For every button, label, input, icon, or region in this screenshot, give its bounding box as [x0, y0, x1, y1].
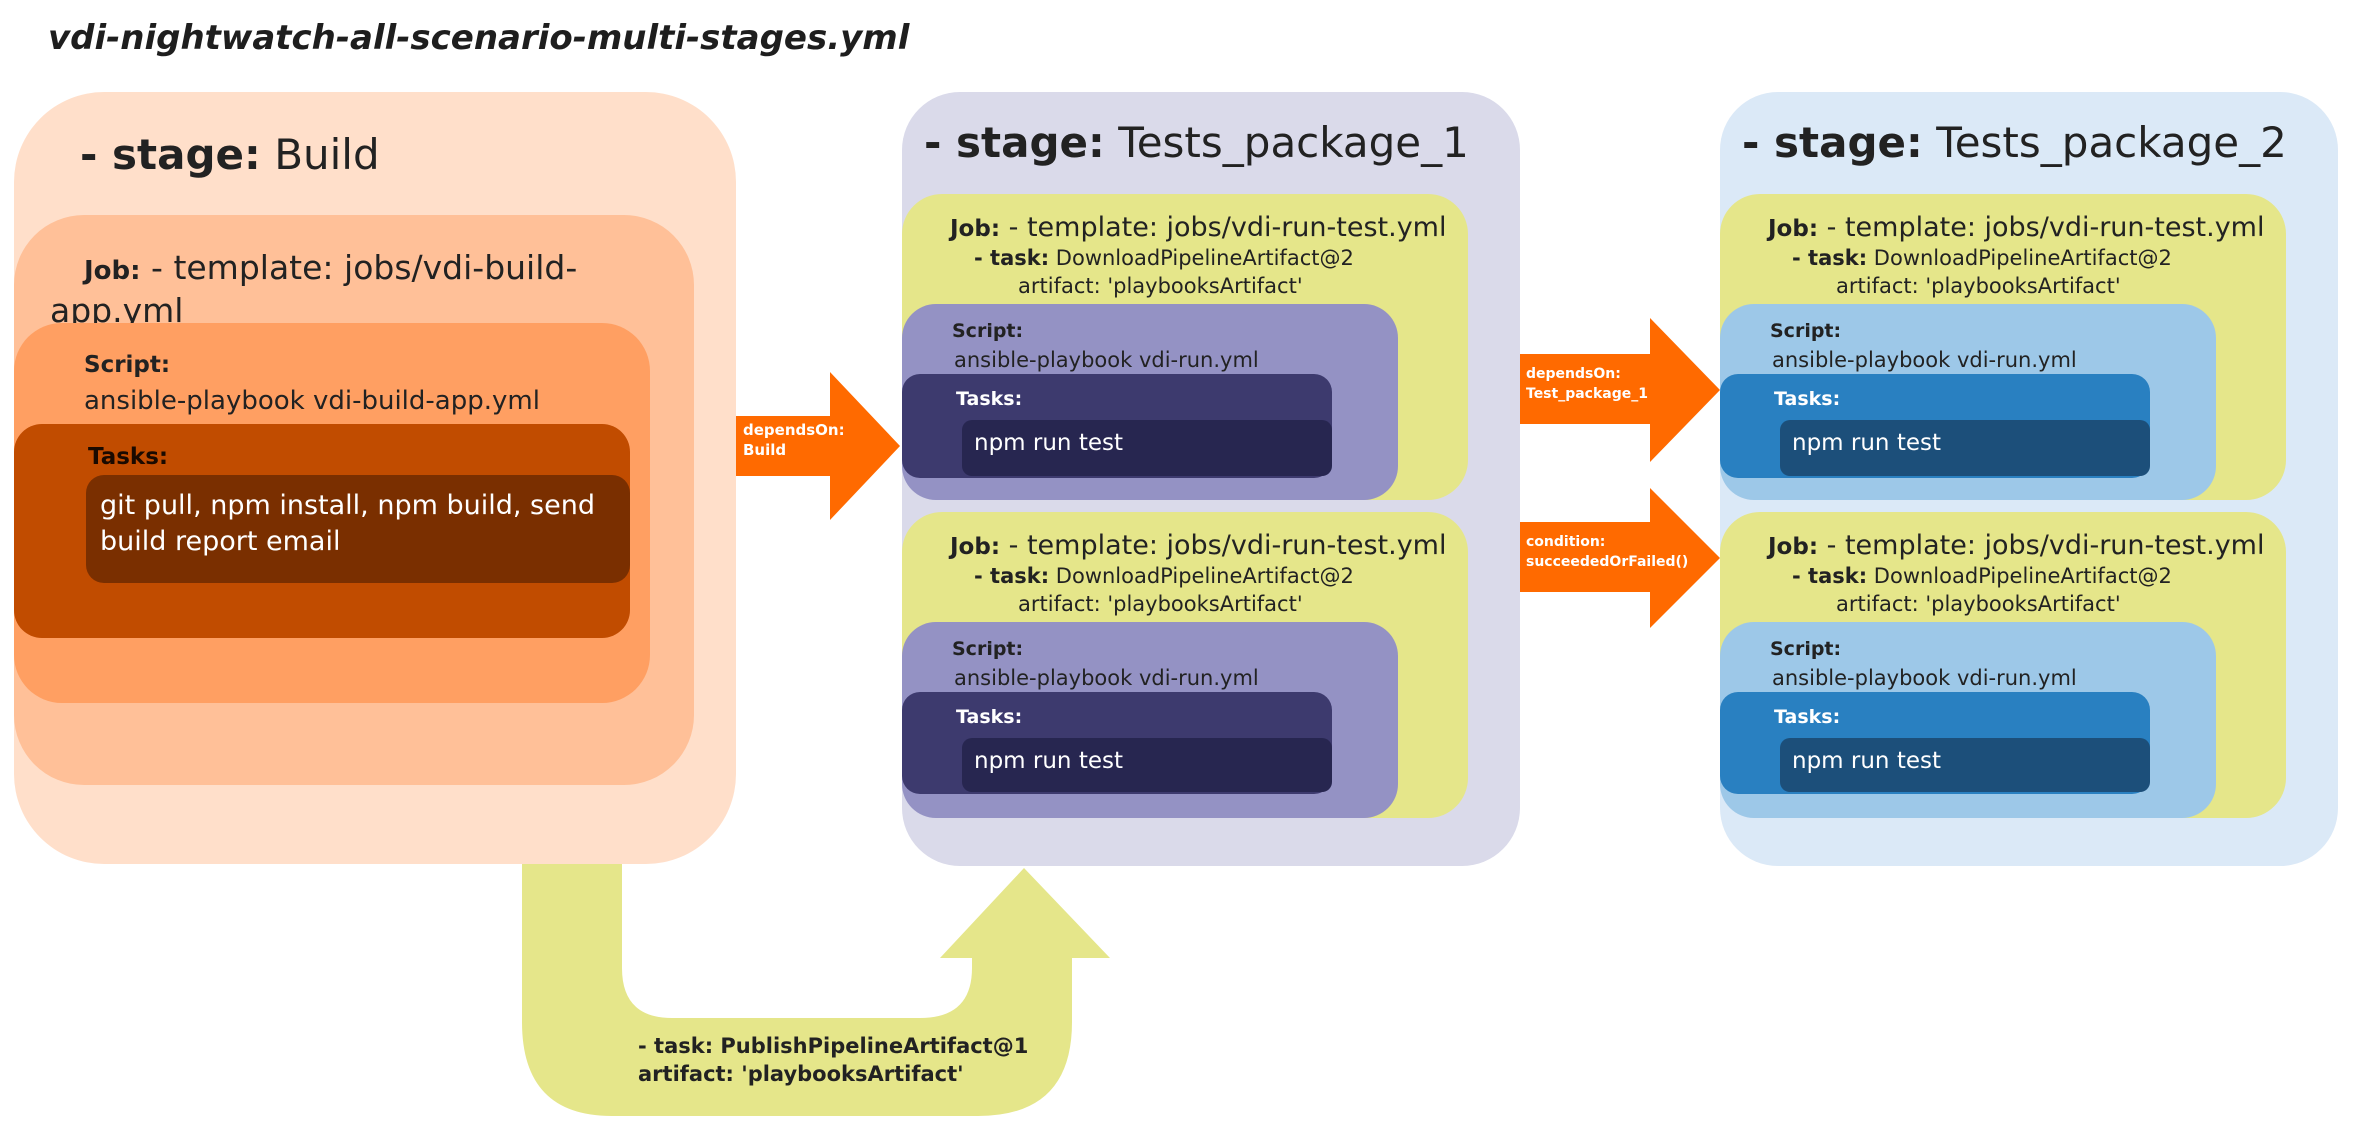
t1-job-2-script-label: Script: — [952, 638, 1024, 660]
task-value: DownloadPipelineArtifact@2 — [1055, 246, 1354, 270]
t1-condition-arrow-shape — [1520, 488, 1720, 628]
t1-job-1-tasks-cmd: npm run test — [974, 430, 1123, 456]
build-script-label: Script: — [84, 352, 171, 378]
t1-depends-key: dependsOn: — [1526, 366, 1621, 382]
t1-job-1-task: - task: DownloadPipelineArtifact@2 — [974, 246, 1354, 270]
task-value: DownloadPipelineArtifact@2 — [1055, 564, 1354, 588]
t2-job-2-script-cmd: ansible-playbook vdi-run.yml — [1772, 666, 2077, 690]
stage-name: Tests_package_1 — [1118, 118, 1469, 167]
publish-label: - task: PublishPipelineArtifact@1 artifa… — [638, 1032, 1028, 1088]
build-script-cmd: ansible-playbook vdi-build-app.yml — [84, 386, 540, 416]
job-label: Job: — [950, 216, 1001, 242]
t2-job-1-tasks-label: Tasks: — [1774, 388, 1841, 410]
t1-job-1-header: Job: - template: jobs/vdi-run-test.yml — [950, 212, 1446, 243]
t1-condition-key: condition: — [1526, 534, 1606, 550]
t1-job-1-script-label: Script: — [952, 320, 1024, 342]
task-keyword: - task: — [974, 246, 1050, 270]
stage-keyword: - stage: — [80, 130, 261, 179]
t2-job-1-tasks-cmd: npm run test — [1792, 430, 1941, 456]
t1-job-1-tasks-inner — [962, 420, 1332, 476]
t1-job-2-artifact: artifact: 'playbooksArtifact' — [1018, 592, 1303, 616]
t2-job-2-header: Job: - template: jobs/vdi-run-test.yml — [1768, 530, 2264, 561]
publish-arrow-shape — [522, 860, 1110, 1116]
job-label: Job: — [84, 256, 141, 286]
job-label: Job: — [1768, 216, 1819, 242]
build-tasks-text: git pull, npm install, npm build, send b… — [100, 490, 595, 557]
t2-job-1-task: - task: DownloadPipelineArtifact@2 — [1792, 246, 2172, 270]
task-keyword: - task: — [1792, 564, 1868, 588]
t2-job-1-artifact: artifact: 'playbooksArtifact' — [1836, 274, 2121, 298]
t2-job-2-script-label: Script: — [1770, 638, 1842, 660]
t1-job-2-tasks-label: Tasks: — [956, 706, 1023, 728]
job-template: - template: jobs/vdi-run-test.yml — [1008, 530, 1447, 561]
t2-job-1-script-cmd: ansible-playbook vdi-run.yml — [1772, 348, 2077, 372]
t1-job-1-tasks-label: Tasks: — [956, 388, 1023, 410]
task-keyword: - task: — [1792, 246, 1868, 270]
t2-job-1-tasks-inner — [1780, 420, 2150, 476]
t1-depends-value: Test_package_1 — [1526, 386, 1648, 402]
build-depends-key: dependsOn: — [743, 421, 845, 439]
build-depends-arrow-shape — [736, 372, 900, 520]
t1-condition-label: condition: succeededOrFailed() — [1526, 532, 1688, 572]
stage-keyword: - stage: — [1742, 118, 1923, 167]
t1-job-2-tasks-inner — [962, 738, 1332, 792]
t2-job-2-tasks-inner — [1780, 738, 2150, 792]
task-keyword: - task: — [974, 564, 1050, 588]
t1-job-2-script-cmd: ansible-playbook vdi-run.yml — [954, 666, 1259, 690]
t1-job-2-header: Job: - template: jobs/vdi-run-test.yml — [950, 530, 1446, 561]
build-job-header: Job: - template: jobs/vdi-build-app.yml — [50, 248, 610, 331]
publish-artifact: artifact: 'playbooksArtifact' — [638, 1062, 964, 1086]
build-tasks-inner-box — [86, 475, 630, 583]
task-value: DownloadPipelineArtifact@2 — [1873, 564, 2172, 588]
t1-job-2-tasks-cmd: npm run test — [974, 748, 1123, 774]
t1-job-1-artifact: artifact: 'playbooksArtifact' — [1018, 274, 1303, 298]
diagram-title: vdi-nightwatch-all-scenario-multi-stages… — [48, 18, 910, 58]
build-tasks-label: Tasks: — [88, 444, 169, 470]
job-label: Job: — [1768, 534, 1819, 560]
t2-job-2-artifact: artifact: 'playbooksArtifact' — [1836, 592, 2121, 616]
t2-job-1-script-label: Script: — [1770, 320, 1842, 342]
stage-name: Build — [274, 130, 380, 179]
t1-job-2-task: - task: DownloadPipelineArtifact@2 — [974, 564, 1354, 588]
build-depends-label: dependsOn: Build — [743, 420, 845, 460]
t1-depends-arrow-shape — [1520, 318, 1720, 462]
stage-keyword: - stage: — [924, 118, 1105, 167]
stage-t1-title: - stage: Tests_package_1 — [924, 118, 1469, 167]
t1-depends-label: dependsOn: Test_package_1 — [1526, 364, 1648, 404]
job-template: - template: jobs/vdi-run-test.yml — [1826, 530, 2265, 561]
publish-task: - task: PublishPipelineArtifact@1 — [638, 1034, 1029, 1058]
t1-job-1-script-cmd: ansible-playbook vdi-run.yml — [954, 348, 1259, 372]
stage-t2-title: - stage: Tests_package_2 — [1742, 118, 2287, 167]
stage-build-title: - stage: Build — [80, 130, 380, 179]
job-template: - template: jobs/vdi-run-test.yml — [1008, 212, 1447, 243]
t2-job-1-header: Job: - template: jobs/vdi-run-test.yml — [1768, 212, 2264, 243]
t1-condition-value: succeededOrFailed() — [1526, 554, 1689, 570]
job-label: Job: — [950, 534, 1001, 560]
stage-name: Tests_package_2 — [1936, 118, 2287, 167]
t2-job-2-task: - task: DownloadPipelineArtifact@2 — [1792, 564, 2172, 588]
t2-job-2-tasks-label: Tasks: — [1774, 706, 1841, 728]
build-depends-value: Build — [743, 441, 787, 459]
task-value: DownloadPipelineArtifact@2 — [1873, 246, 2172, 270]
t2-job-2-tasks-cmd: npm run test — [1792, 748, 1941, 774]
job-template: - template: jobs/vdi-run-test.yml — [1826, 212, 2265, 243]
